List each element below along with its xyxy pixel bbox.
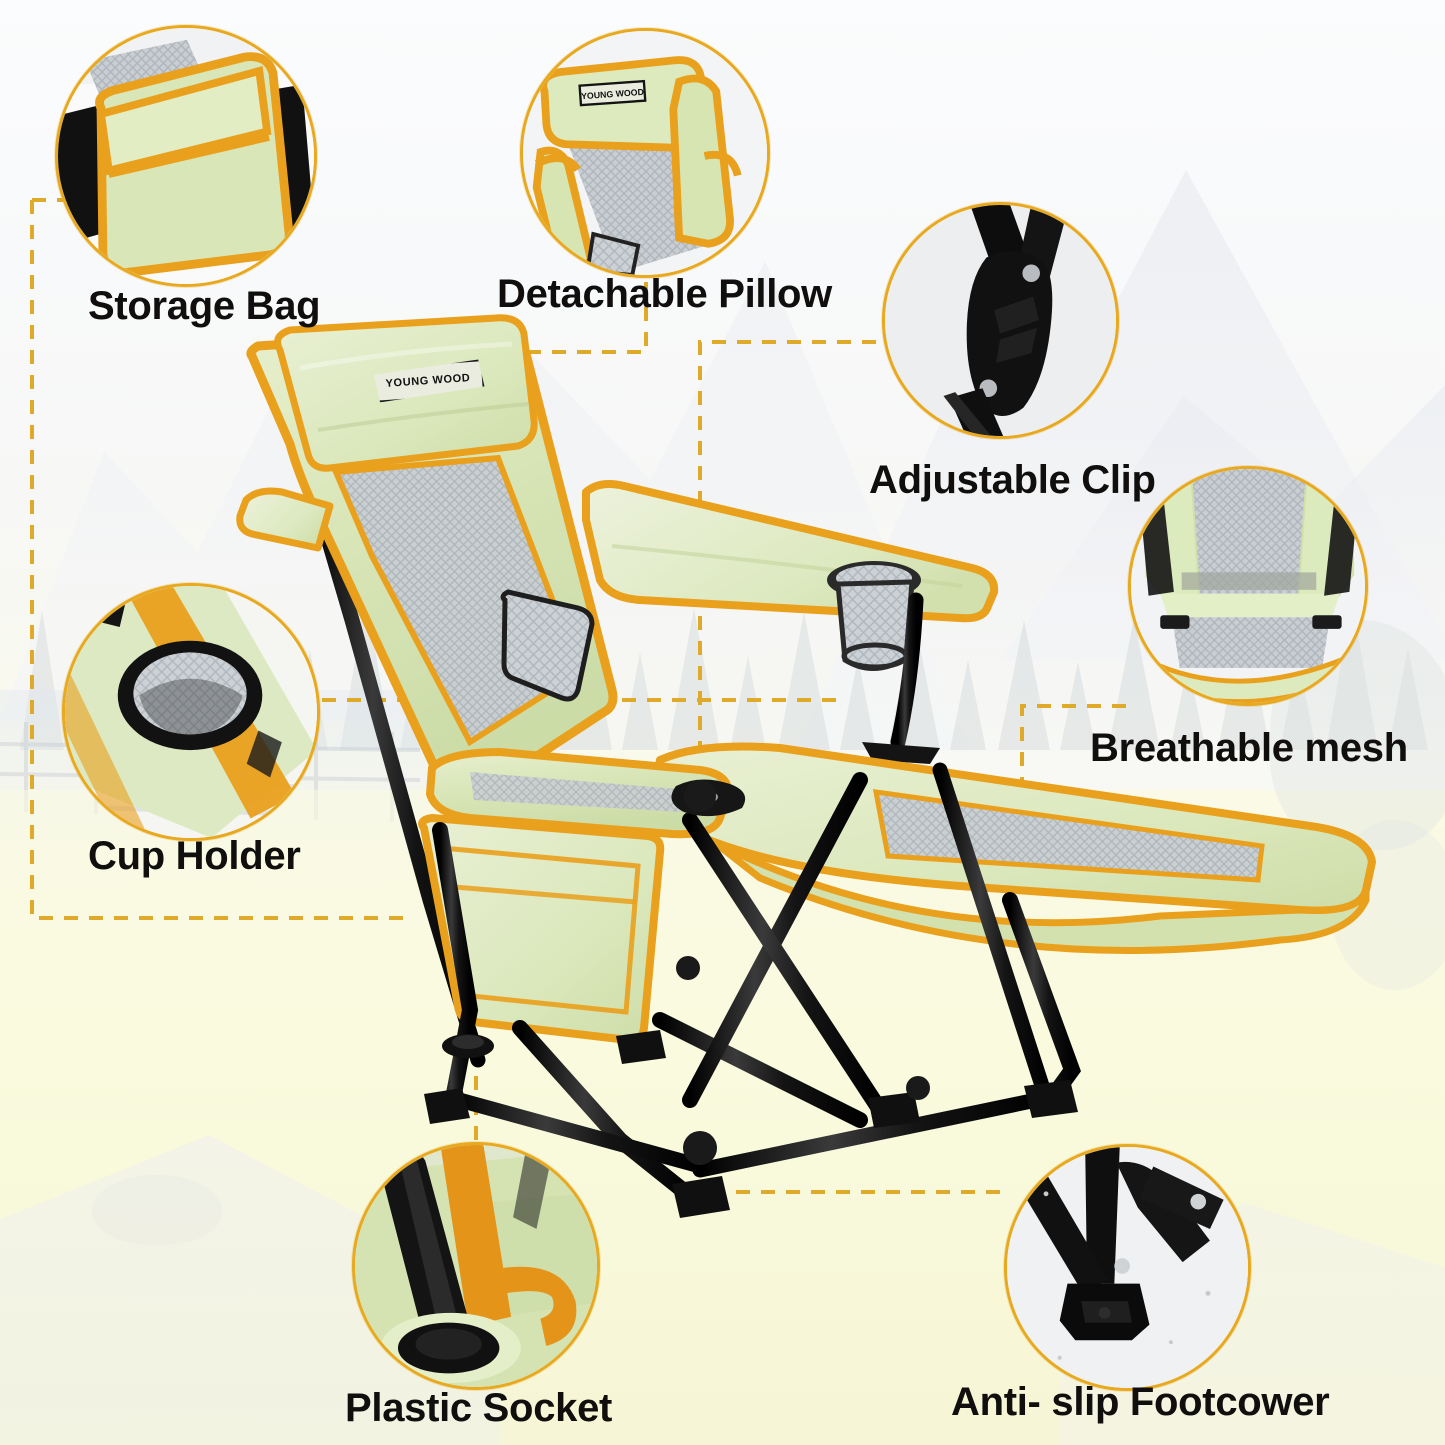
callout-plastic-socket[interactable] [352, 1142, 600, 1390]
right-armrest [582, 480, 999, 623]
bush-left [92, 1175, 222, 1245]
label-cup-holder: Cup Holder [88, 834, 301, 878]
svg-text:YOUNG WOOD: YOUNG WOOD [581, 87, 644, 101]
label-anti-slip-footcover: Anti- slip Footcower [951, 1380, 1330, 1424]
plastic-socket-on-chair [442, 1034, 494, 1058]
label-adjustable-clip: Adjustable Clip [869, 458, 1156, 502]
callout-cup-holder[interactable] [62, 583, 320, 841]
callout-anti-slip-footcover-image [1007, 1147, 1248, 1388]
left-armrest [236, 487, 334, 552]
callout-storage-bag[interactable] [55, 25, 317, 287]
callout-anti-slip-footcover[interactable] [1004, 1144, 1251, 1391]
callout-adjustable-clip-image [885, 205, 1116, 436]
label-breathable-mesh: Breathable mesh [1090, 726, 1408, 770]
callout-cup-holder-image [65, 586, 317, 838]
label-storage-bag: Storage Bag [88, 284, 321, 328]
label-plastic-socket: Plastic Socket [345, 1386, 613, 1430]
cup-holder-on-chair [827, 561, 921, 671]
label-detachable-pillow: Detachable Pillow [497, 272, 832, 316]
mesh-side-pocket [500, 589, 595, 702]
brand-patch-text: YOUNG WOOD [385, 372, 471, 390]
callout-plastic-socket-image [355, 1145, 597, 1387]
callout-storage-bag-image [58, 28, 314, 284]
callout-adjustable-clip[interactable] [882, 202, 1119, 439]
callout-breathable-mesh[interactable] [1128, 466, 1368, 706]
frame-hinges [676, 780, 930, 1165]
callout-detachable-pillow[interactable]: YOUNG WOOD [520, 28, 770, 278]
callout-detachable-pillow-image: YOUNG WOOD [523, 31, 767, 275]
anti-slip-footcovers-on-chair [424, 1030, 1078, 1218]
callout-breathable-mesh-image [1131, 469, 1365, 703]
